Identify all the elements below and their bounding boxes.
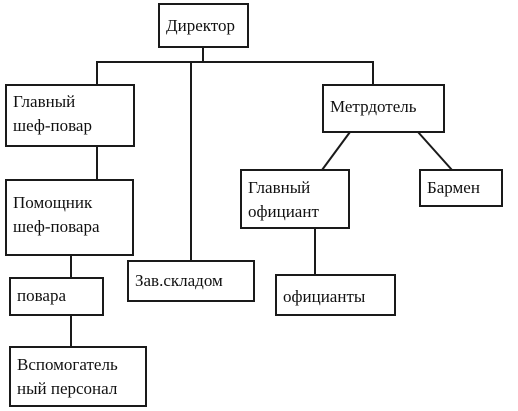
node-head-chef-line-2: шеф-повар — [13, 116, 92, 135]
connector-to-warehouse — [190, 61, 192, 261]
connector-head-chef-to-assistant — [96, 146, 98, 180]
connector-to-head-chef — [96, 61, 98, 85]
connector-cooks-to-support — [70, 315, 72, 347]
node-support-staff-line-1: Вспомогатель — [17, 355, 118, 374]
connector-head-waiter-to-waiters — [314, 228, 316, 275]
node-cooks-label: повара — [17, 286, 66, 305]
node-support-staff: Вспомогатель ный персонал — [9, 346, 147, 407]
node-head-waiter-line-1: Главный — [248, 178, 311, 197]
connector-top-horizontal — [96, 61, 373, 63]
connector-maitre-d-to-bartender — [417, 131, 453, 171]
node-warehouse-manager-label: Зав.складом — [135, 271, 223, 290]
node-waiters: официанты — [275, 274, 396, 316]
node-maitre-d-label: Метрдотель — [330, 97, 417, 116]
node-warehouse-manager: Зав.складом — [127, 260, 255, 302]
node-assistant-chef: Помощник шеф-повара — [5, 179, 134, 256]
node-head-chef: Главный шеф-повар — [5, 84, 135, 147]
node-maitre-d: Метрдотель — [322, 84, 445, 133]
node-bartender-label: Бармен — [427, 178, 480, 197]
node-director-label: Директор — [166, 16, 235, 35]
node-head-chef-line-1: Главный — [13, 92, 76, 111]
connector-director-down — [202, 47, 204, 62]
node-director: Директор — [158, 3, 249, 48]
node-head-waiter-line-2: официант — [248, 202, 319, 221]
node-waiters-label: официанты — [283, 287, 366, 306]
node-bartender: Бармен — [419, 169, 503, 207]
node-assistant-chef-line-1: Помощник — [13, 193, 93, 212]
connector-maitre-d-to-head-waiter — [321, 131, 351, 171]
node-cooks: повара — [9, 277, 104, 316]
node-support-staff-line-2: ный персонал — [17, 379, 118, 398]
node-assistant-chef-line-2: шеф-повара — [13, 217, 100, 236]
connector-assistant-to-cooks — [70, 255, 72, 278]
node-head-waiter: Главный официант — [240, 169, 350, 229]
connector-to-maitre-d — [372, 61, 374, 85]
